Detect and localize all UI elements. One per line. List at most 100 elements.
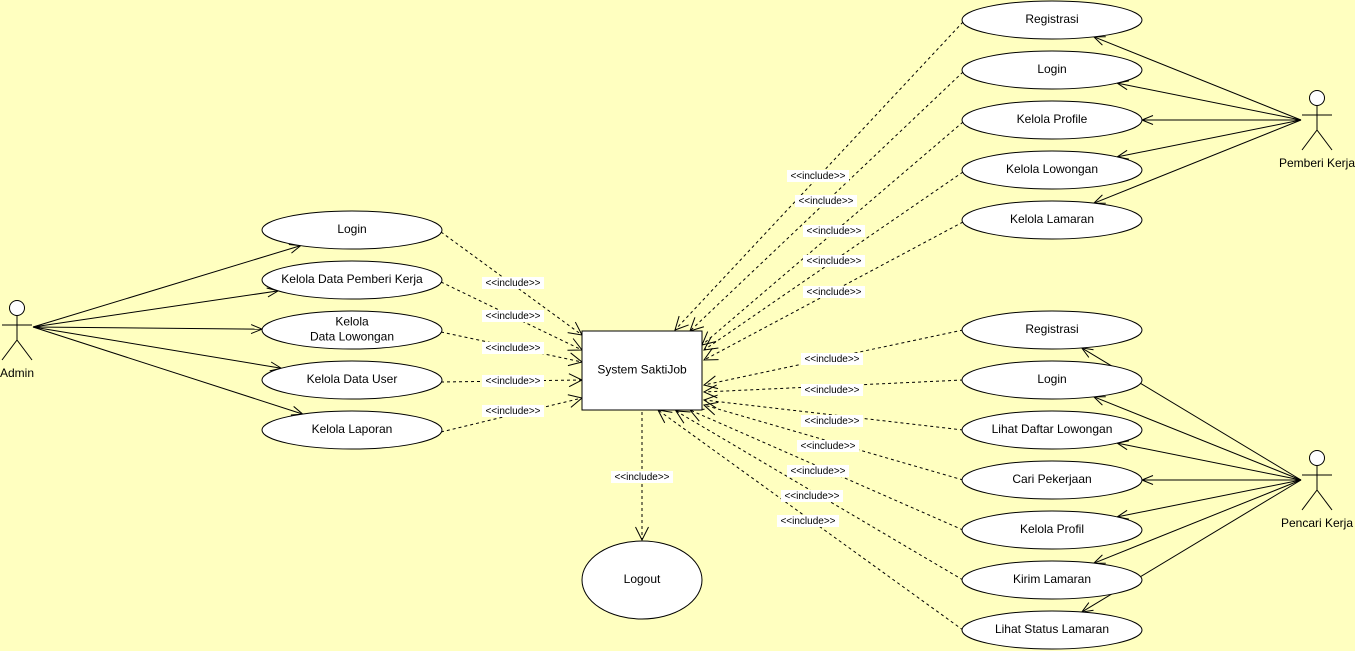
dependency-pemberi-4-label: <<include>> [803,255,865,267]
dependency-admin-1-arrowhead [567,321,583,336]
include-label-bg [482,310,544,322]
use-case-admin-2: Kelola Data Pemberi Kerja [261,260,443,300]
association-pemberi-4 [1117,119,1302,158]
association-pemberi-2 [1117,82,1302,121]
use-case-pencari-4: Cari Pekerjaan [961,460,1143,500]
dependency-pencari-1-arrowhead [702,375,719,390]
dependency-pemberi-2-label: <<include>> [795,195,857,207]
use-case-logout: Logout [581,540,703,620]
actor-admin: Admin [0,300,34,380]
use-case-ellipse [961,410,1143,450]
use-case-label: Registrasi [1025,12,1078,26]
include-label-bg [482,342,544,354]
use-case-pemberi-4: Kelola Lowongan [961,150,1143,190]
dependency-admin-1 [440,231,583,336]
include-label-bg [803,286,865,298]
dependency-admin-5-label: <<include>> [482,405,544,417]
use-case-ellipse [961,610,1143,650]
association-pencari-6 [1093,479,1302,564]
use-case-label: Kelola Profil [1020,522,1084,536]
include-label-bg [803,225,865,237]
use-case-label: Kelola Lamaran [1010,212,1094,226]
use-case-label: Registrasi [1025,322,1078,336]
use-case-ellipse [261,410,443,450]
include-label-bg [801,415,863,427]
use-case-ellipse [261,260,443,300]
include-label-text: <<include>> [485,406,540,417]
include-label-text: <<include>> [804,385,859,396]
use-case-label: Lihat Status Lamaran [995,622,1109,636]
dependency-admin-3-label: <<include>> [482,342,544,354]
dependency-admin-2-label: <<include>> [482,310,544,322]
dependency-pencari-1-label: <<include>> [801,353,863,365]
dependency-logout-label: <<include>> [611,471,673,483]
dependency-pencari-3-label: <<include>> [801,415,863,427]
include-label-bg [482,277,544,289]
association-pemberi-1 [1093,36,1302,121]
include-label-bg [803,255,865,267]
actor-right-leg [1316,129,1333,151]
include-label-text: <<include>> [790,466,845,477]
include-label-bg [797,440,859,452]
actor-label: Admin [0,366,34,380]
use-case-admin-4: Kelola Data User [261,360,443,400]
actor-head [9,300,25,316]
dependency-pemberi-3-label: <<include>> [803,225,865,237]
actor-left-leg [1301,129,1318,151]
dependency-pemberi-1-label: <<include>> [787,170,849,182]
use-case-label: Kirim Lamaran [1013,572,1091,586]
use-case-ellipse [961,360,1143,400]
dependency-pemberi-1-arrowhead [674,315,689,331]
use-case-ellipse [961,150,1143,190]
dependency-pencari-3 [703,399,964,431]
include-label-text: <<include>> [806,226,861,237]
dependency-pencari-3-arrowhead [702,394,718,409]
use-case-ellipse [961,560,1143,600]
association-admin-5 [32,326,303,415]
dependency-pencari-6-label: <<include>> [781,490,843,502]
use-case-label: Kelola Laporan [312,422,393,436]
actor-label: Pencari Kerja [1281,516,1353,530]
use-case-pemberi-1: Registrasi [961,0,1143,40]
include-label-text: <<include>> [485,311,540,322]
dependency-pencari-2-label: <<include>> [801,384,863,396]
association-pencari-2 [1093,396,1302,481]
use-case-label: Kelola Data User [307,372,398,386]
use-case-label: Data Lowongan [310,330,394,344]
use-case-admin-5: Kelola Laporan [261,410,443,450]
system-rect [581,330,703,411]
dependency-pencari-4-arrowhead [702,401,719,416]
include-label-bg [482,405,544,417]
include-label-text: <<include>> [780,516,835,527]
dependency-pencari-5 [689,409,964,531]
dependency-pencari-2 [703,379,964,393]
include-label-bg [482,375,544,387]
dependency-admin-4-label: <<include>> [482,375,544,387]
dependency-pemberi-4-arrowhead [703,337,719,351]
system-label: System SaktiJob [597,363,687,377]
use-case-pencari-5: Kelola Profil [961,510,1143,550]
dependency-logout-arrowhead [635,526,649,542]
actor-pencari-kerja: Pencari Kerja [1281,450,1353,530]
include-label-bg [787,170,849,182]
dependency-admin-2-arrowhead [567,338,584,351]
use-case-label: Cari Pekerjaan [1012,472,1091,486]
include-label-text: <<include>> [790,171,845,182]
include-label-text: <<include>> [800,441,855,452]
include-label-text: <<include>> [804,354,859,365]
use-case-label: Login [1037,62,1066,76]
association-admin-3 [32,326,263,330]
use-case-ellipse [261,310,443,350]
use-case-ellipse [961,460,1143,500]
include-label-text: <<include>> [485,278,540,289]
use-case-pencari-7: Lihat Status Lamaran [961,610,1143,650]
use-case-ellipse [961,100,1143,140]
include-label-bg [777,515,839,527]
actor-left-leg [1,339,18,361]
use-case-ellipse [961,0,1143,40]
use-case-label: Login [337,222,366,236]
association-admin-2 [32,290,279,328]
use-case-label: Kelola Profile [1017,112,1088,126]
include-label-bg [801,384,863,396]
